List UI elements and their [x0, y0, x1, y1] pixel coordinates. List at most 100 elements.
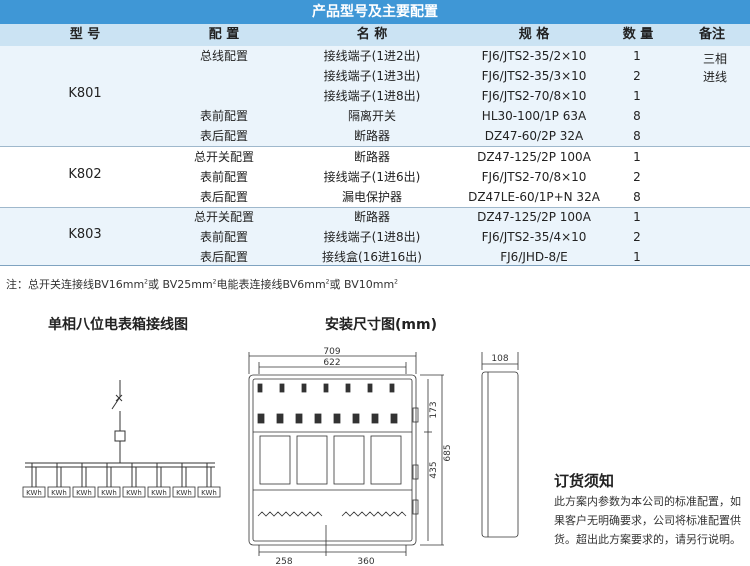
- wiring-diagram-title: 单相八位电表箱接线图: [48, 317, 188, 333]
- kwh-meter-label: KWh: [51, 489, 67, 497]
- name-cell: 漏电保护器: [341, 190, 403, 204]
- top-slot-mark: [367, 383, 373, 393]
- config-cell: 总线配置: [199, 49, 249, 63]
- kwh-meter-label: KWh: [126, 489, 142, 497]
- config-cell: 表前配置: [199, 230, 249, 244]
- group-k802: K802 总开关配置 断路器 DZ47-125/2P 100A 1 表前配置 接…: [0, 147, 750, 207]
- name-cell: 断路器: [353, 129, 391, 143]
- config-cell: 表后配置: [199, 190, 249, 204]
- qty-cell: 8: [633, 129, 641, 143]
- name-cell: 接线端子(1进6出): [323, 170, 421, 184]
- name-cell: 隔离开关: [347, 109, 397, 123]
- order-notice-title: 订货须知: [554, 472, 615, 490]
- table-bottom-line: [0, 265, 750, 266]
- config-cell: 表前配置: [199, 170, 249, 184]
- group-k803: K803 总开关配置 断路器 DZ47-125/2P 100A 1 表前配置 接…: [0, 208, 750, 266]
- header-qty: 数 量: [622, 27, 654, 42]
- name-cell: 接线端子(1进3出): [323, 69, 421, 83]
- qty-cell: 1: [633, 89, 641, 103]
- spec-cell: FJ6/JTS2-70/8×10: [481, 89, 587, 103]
- top-slot-mark: [389, 383, 395, 393]
- spec-cell: HL30-100/1P 63A: [481, 109, 587, 123]
- spec-cell: FJ6/JHD-8/E: [500, 250, 568, 264]
- qty-cell: 1: [633, 210, 641, 224]
- config-cell: 表前配置: [199, 109, 249, 123]
- top-slot-mark: [279, 383, 285, 393]
- spec-cell: FJ6/JTS2-35/4×10: [481, 230, 587, 244]
- kwh-meter-label: KWh: [151, 489, 167, 497]
- header-config: 配 置: [208, 27, 240, 42]
- kwh-meter-label: KWh: [201, 489, 217, 497]
- top-slot-mark: [301, 383, 307, 393]
- breaker-slot: [352, 413, 360, 424]
- qty-cell: 1: [633, 49, 641, 63]
- model-cell: K803: [68, 227, 102, 242]
- dim-width-inner: 622: [323, 358, 340, 368]
- qty-cell: 8: [633, 190, 641, 204]
- order-notice-text: 此方案内参数为本公司的标准配置，如果客户无明确要求，公司将标准配置供货。超出此方…: [554, 495, 741, 546]
- row-divider: [0, 146, 750, 147]
- breaker-slot: [295, 413, 303, 424]
- spec-cell: FJ6/JTS2-35/3×10: [481, 69, 587, 83]
- spec-cell: DZ47-125/2P 100A: [477, 210, 591, 224]
- header-model: 型 号: [69, 27, 101, 42]
- breaker-slot: [333, 413, 341, 424]
- qty-cell: 8: [633, 109, 641, 123]
- config-table: K801 总线配置 接线端子(1进2出) FJ6/JTS2-35/2×10 1 …: [0, 46, 750, 266]
- spec-cell: DZ47LE-60/1P+N 32A: [468, 190, 600, 204]
- dim-depth: 108: [491, 354, 508, 364]
- spec-cell: DZ47-125/2P 100A: [477, 150, 591, 164]
- name-cell: 接线端子(1进8出): [323, 230, 421, 244]
- kwh-meter-label: KWh: [101, 489, 117, 497]
- kwh-meter-label: KWh: [176, 489, 192, 497]
- dim-height-mid: 435: [429, 461, 439, 478]
- config-cell: 总开关配置: [193, 150, 255, 164]
- model-cell: K802: [68, 167, 102, 182]
- spec-cell: DZ47-60/2P 32A: [484, 129, 584, 143]
- kwh-meter-label: KWh: [26, 489, 42, 497]
- kwh-meter-box: [172, 486, 196, 498]
- row-divider: [0, 207, 750, 208]
- qty-cell: 2: [633, 170, 641, 184]
- table-title: 产品型号及主要配置: [0, 0, 750, 24]
- breaker-slot: [390, 413, 398, 424]
- spec-cell: FJ6/JTS2-70/8×10: [481, 170, 587, 184]
- top-slot-mark: [323, 383, 329, 393]
- remark-line: 进线: [702, 70, 727, 84]
- qty-cell: 2: [633, 230, 641, 244]
- breaker-slot: [276, 413, 284, 424]
- qty-cell: 1: [633, 150, 641, 164]
- dim-height-total: 685: [443, 444, 453, 461]
- config-cell: 总开关配置: [193, 210, 255, 224]
- config-cell: 表后配置: [199, 129, 249, 143]
- qty-cell: 2: [633, 69, 641, 83]
- group-k801: K801 总线配置 接线端子(1进2出) FJ6/JTS2-35/2×10 1 …: [0, 46, 750, 146]
- name-cell: 断路器: [353, 210, 391, 224]
- kwh-meter-label: KWh: [76, 489, 92, 497]
- dim-bottom-right: 360: [357, 557, 374, 566]
- kwh-meter-box: [197, 486, 221, 498]
- config-cell: 表后配置: [199, 250, 249, 264]
- dimension-title: 安装尺寸图(mm): [325, 317, 437, 333]
- top-slot-mark: [345, 383, 351, 393]
- model-cell: K801: [68, 86, 102, 101]
- breaker-slot: [371, 413, 379, 424]
- remark-cell: 三相 进线: [690, 50, 740, 86]
- dim-height-top: 173: [429, 401, 439, 418]
- name-cell: 断路器: [353, 150, 391, 164]
- kwh-meter-box: [22, 486, 46, 498]
- wiring-diagram: KWh KWh KWh KWh KWh KWh KWh KWh: [22, 380, 221, 498]
- header-spec: 规 格: [518, 27, 550, 42]
- table-header: 型 号 配 置 名 称 规 格 数 量 备注: [0, 24, 750, 46]
- kwh-meter-box: [97, 486, 121, 498]
- kwh-meter-box: [47, 486, 71, 498]
- breaker-slot: [257, 413, 265, 424]
- name-cell: 接线盒(16进16出): [322, 250, 422, 264]
- header-remark: 备注: [698, 27, 726, 42]
- breaker-slot: [314, 413, 322, 424]
- remark-line: 三相: [702, 52, 727, 66]
- name-cell: 接线端子(1进8出): [323, 89, 421, 103]
- kwh-meter-box: [122, 486, 146, 498]
- dim-width-outer: 709: [323, 347, 340, 357]
- qty-cell: 1: [633, 250, 641, 264]
